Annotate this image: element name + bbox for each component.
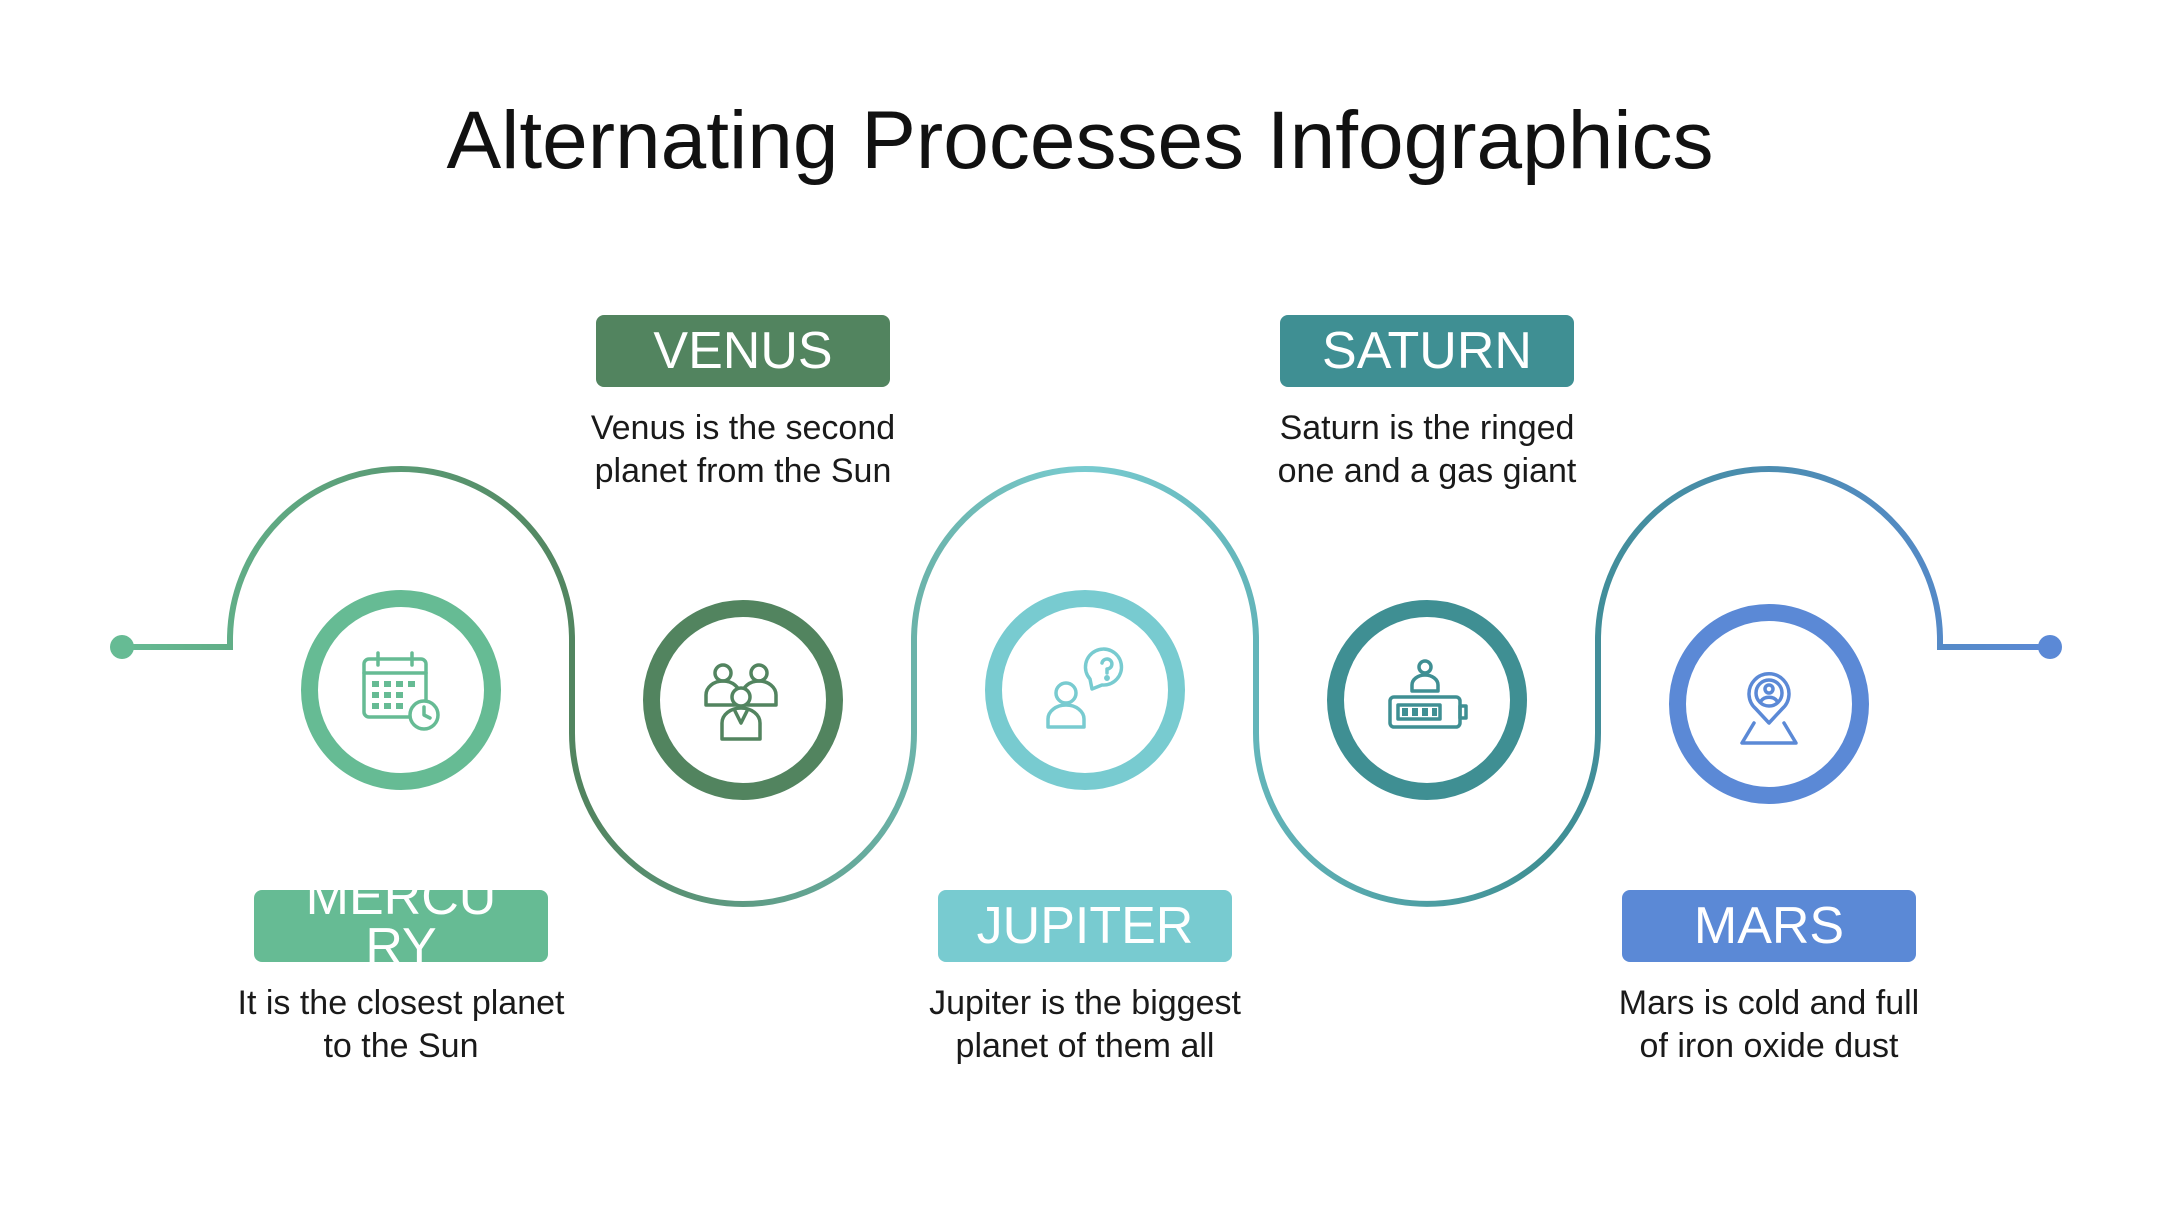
team-group-icon [704, 663, 778, 741]
step-4-label: SATURN [1280, 315, 1574, 387]
step-1-ring [301, 590, 501, 790]
end-dot [2038, 635, 2062, 659]
step-3-ring [985, 590, 1185, 790]
start-dot [110, 635, 134, 659]
step-5-ring [1669, 604, 1869, 804]
step-1-label: MERCURY [254, 890, 548, 962]
step-4-ring [1327, 600, 1527, 800]
location-pin-map-icon [1740, 672, 1798, 745]
person-battery-icon [1388, 659, 1468, 729]
step-5-label: MARS [1622, 890, 1916, 962]
page-title: Alternating Processes Infographics [446, 95, 1714, 186]
step-3-label: JUPITER [938, 890, 1232, 962]
step-2-ring [643, 600, 843, 800]
calendar-clock-icon [362, 651, 440, 731]
step-2-label: VENUS [596, 315, 890, 387]
person-question-icon [1046, 647, 1124, 729]
